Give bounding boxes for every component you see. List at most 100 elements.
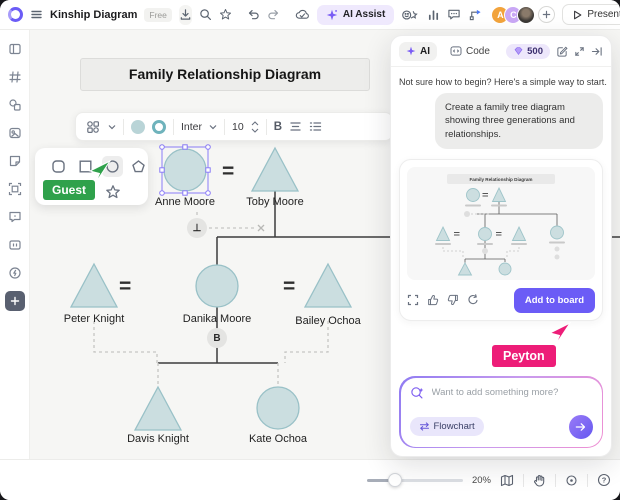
node-label-danika-moore[interactable]: Danika Moore (182, 313, 252, 325)
undo-button[interactable] (246, 5, 260, 25)
redo-button[interactable] (267, 5, 281, 25)
divider (555, 473, 556, 487)
font-family-select[interactable]: Inter (181, 120, 203, 133)
ai-prompt-input[interactable] (429, 386, 593, 399)
flowchart-chip[interactable]: Flowchart (409, 417, 484, 436)
comment-icon (8, 210, 22, 224)
list-icon[interactable] (309, 121, 322, 132)
chevron-down-icon[interactable] (108, 124, 116, 130)
node-label-anne-moore[interactable]: Anne Moore (155, 196, 215, 208)
node-danika-moore (195, 264, 239, 308)
stroke-color-swatch[interactable] (152, 119, 166, 134)
ai-assist-button[interactable]: AI Assist (316, 4, 395, 25)
sidebar-item-media[interactable] (5, 123, 25, 143)
avatar[interactable] (517, 5, 536, 24)
plan-badge: Free (144, 7, 172, 22)
minimap-button[interactable] (500, 474, 514, 487)
tool-sidebar (0, 30, 30, 460)
square-icon (78, 159, 93, 174)
tab-code[interactable]: Code (443, 42, 497, 61)
circle-icon (105, 159, 120, 174)
document-title[interactable]: Kinship Diagram (50, 8, 138, 21)
bold-button[interactable]: B (273, 120, 283, 133)
shape-picker-button[interactable] (85, 117, 101, 137)
diagram-title[interactable]: Family Relationship Diagram (80, 58, 370, 91)
comments-button[interactable] (447, 5, 461, 25)
shapes-grid-icon (86, 120, 100, 134)
divider (523, 473, 524, 487)
union-badge[interactable]: ⊥ (187, 218, 207, 238)
node-label-kate-ochoa[interactable]: Kate Ochoa (248, 433, 308, 445)
node-bailey-ochoa (303, 262, 353, 308)
ai-card-footer: Add to board (407, 287, 595, 313)
hamburger-icon (30, 8, 43, 21)
sidebar-item-shapes[interactable] (5, 95, 25, 115)
present-button[interactable]: Present (562, 4, 620, 25)
plugin-icon (8, 266, 22, 280)
zoom-slider-track (394, 479, 463, 482)
expand-panel-button[interactable] (574, 46, 585, 57)
text-align-icon[interactable] (289, 121, 302, 132)
diagram-preview[interactable]: Family Relationship Diagram (407, 166, 595, 280)
main-menu-button[interactable] (30, 5, 43, 25)
credits-badge[interactable]: 500 (506, 43, 550, 59)
sidebar-item-comment[interactable] (5, 207, 25, 227)
download-button[interactable] (178, 4, 192, 25)
sidebar-item-frames[interactable] (5, 39, 25, 59)
font-size-stepper[interactable] (251, 120, 259, 133)
charts-button[interactable] (427, 5, 440, 25)
node-label-bailey-ochoa[interactable]: Bailey Ochoa (295, 315, 361, 327)
present-label: Present (587, 9, 620, 20)
b-badge[interactable]: B (207, 328, 227, 348)
sidebar-item-more-tools[interactable] (4, 291, 25, 311)
fill-color-swatch[interactable] (131, 119, 145, 134)
zoom-slider-knob[interactable] (387, 473, 402, 487)
new-chat-button[interactable] (556, 45, 568, 57)
pan-tool-button[interactable] (533, 474, 546, 487)
guest-cursor-icon (88, 159, 112, 184)
marriage-equals: = (222, 160, 235, 183)
sidebar-item-section[interactable] (5, 179, 25, 199)
help-button[interactable]: ? (597, 473, 611, 487)
tab-ai[interactable]: AI (399, 41, 437, 61)
node-label-davis-knight[interactable]: Davis Knight (127, 433, 189, 445)
add-collaborator-button[interactable] (538, 6, 556, 23)
sidebar-item-sticky-note[interactable] (5, 151, 25, 171)
reactions-button[interactable] (401, 5, 420, 25)
node-label-toby-moore[interactable]: Toby Moore (246, 196, 304, 208)
preview-expand-button[interactable] (407, 294, 419, 306)
ai-response-card: Family Relationship Diagram (399, 158, 603, 321)
focus-button[interactable] (565, 474, 578, 487)
square-tool[interactable] (75, 156, 96, 177)
pentagon-tool[interactable] (128, 156, 149, 177)
node-label-peter-knight[interactable]: Peter Knight (63, 313, 125, 325)
add-to-board-button[interactable]: Add to board (513, 287, 595, 313)
zoom-level[interactable]: 20% (471, 474, 491, 486)
regenerate-button[interactable] (467, 294, 479, 306)
chevron-down-icon[interactable] (209, 124, 217, 130)
favorite-button[interactable] (219, 5, 232, 25)
swap-arrows-icon (419, 422, 430, 431)
send-prompt-button[interactable] (568, 414, 593, 439)
section-frame-icon (8, 182, 22, 196)
rounded-square-tool[interactable] (48, 156, 69, 177)
zoom-slider[interactable] (366, 472, 463, 488)
font-size-value[interactable]: 10 (232, 120, 244, 133)
search-button[interactable] (199, 5, 212, 25)
sidebar-item-card[interactable] (5, 235, 25, 255)
sidebar-item-grid[interactable] (5, 67, 25, 87)
circle-tool[interactable] (102, 156, 123, 177)
pentagon-icon (131, 159, 146, 174)
thumbs-up-button[interactable] (427, 294, 439, 306)
app-logo-icon[interactable] (8, 7, 23, 22)
sync-status-button[interactable] (295, 5, 310, 25)
connector-tool-button[interactable] (468, 5, 482, 25)
node-toby-moore (250, 146, 300, 192)
sidebar-item-plugins[interactable] (5, 263, 25, 283)
collapse-panel-button[interactable] (591, 46, 603, 57)
tab-ai-label: AI (420, 45, 430, 57)
star-tool[interactable] (102, 181, 123, 202)
divider (587, 473, 588, 487)
thumbs-down-button[interactable] (447, 294, 459, 306)
